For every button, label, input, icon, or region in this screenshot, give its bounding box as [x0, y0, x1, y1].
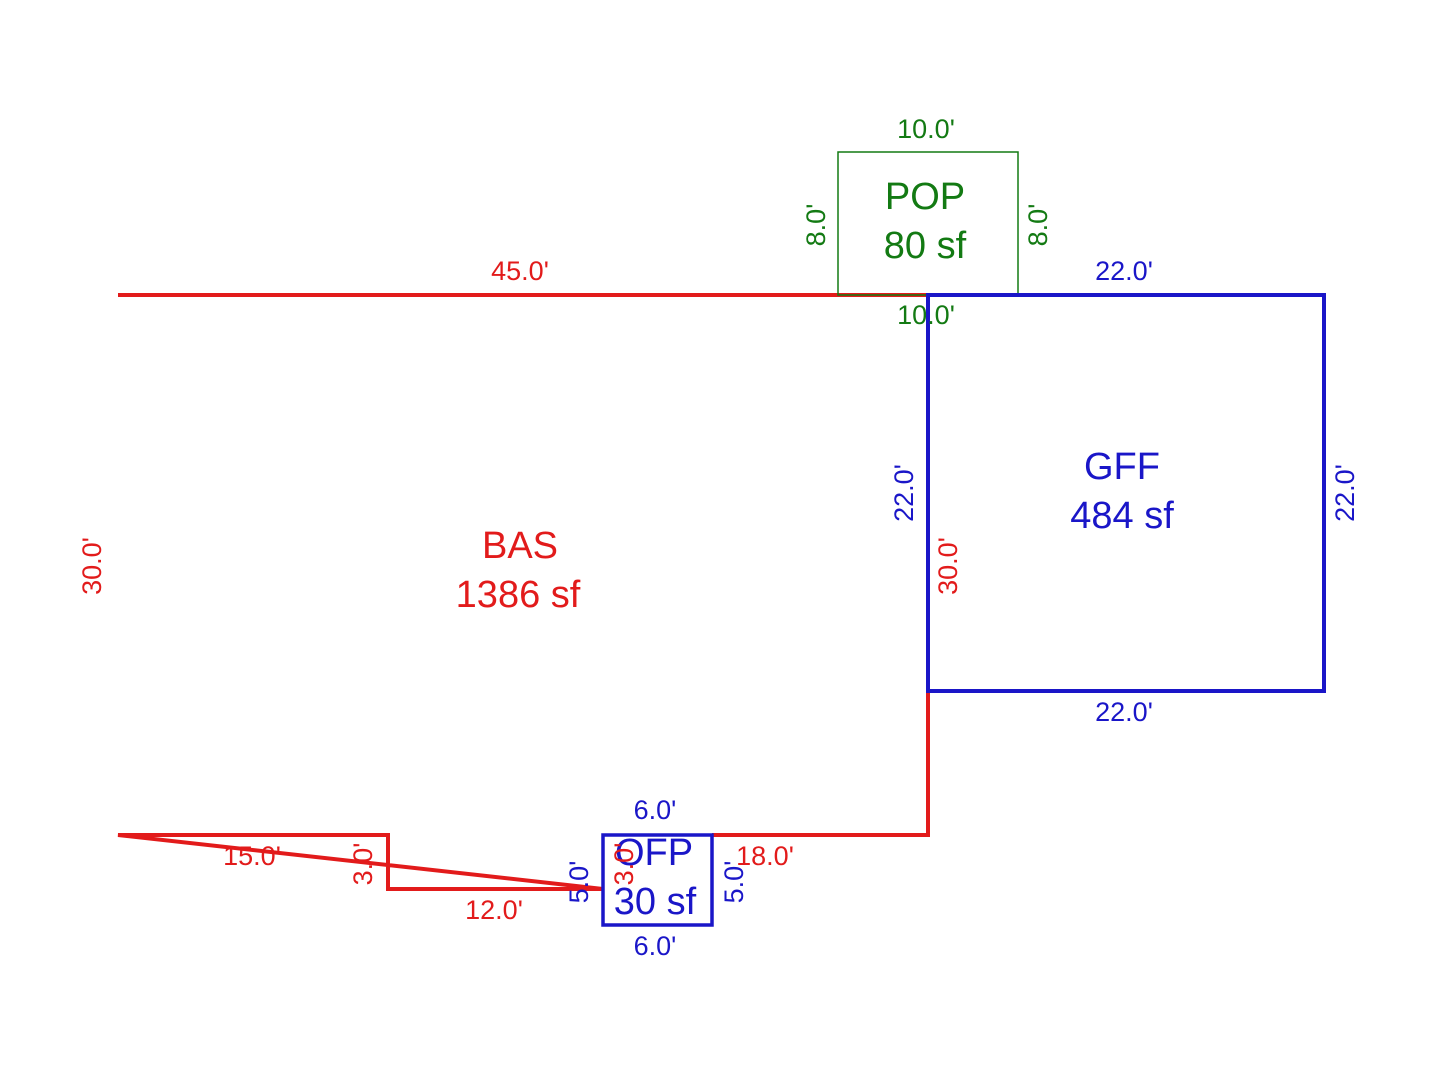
ofp-bottom-dimension: 6.0': [634, 931, 677, 961]
bas-top-dimension: 45.0': [491, 256, 549, 286]
gff-area-label: 484 sf: [1070, 495, 1174, 537]
bas-step-bottom-dimension: 12.0': [465, 895, 523, 925]
ofp-outline: [601, 833, 714, 927]
pop-area-label: 80 sf: [884, 225, 967, 267]
gff-bottom-dimension: 22.0': [1095, 697, 1153, 727]
gff-left-dimension: 22.0': [889, 464, 919, 522]
bas-bottom-left-dimension: 15.0': [223, 841, 281, 871]
ofp-left-dimension: 5.0': [564, 861, 594, 904]
ofp-code-label: OFP: [615, 832, 693, 874]
gff-top-dimension: 22.0': [1095, 256, 1153, 286]
bas-code-label: BAS: [482, 525, 558, 567]
gff-right-dimension: 22.0': [1330, 464, 1360, 522]
bas-area-label: 1386 sf: [456, 574, 581, 616]
gff-code-label: GFF: [1084, 446, 1160, 488]
pop-bottom-dimension: 10.0': [897, 300, 955, 330]
gff-outline: [926, 293, 1326, 693]
pop-top-dimension: 10.0': [897, 114, 955, 144]
bas-inner-step-dimension: 3.0': [609, 843, 639, 886]
bas-bottom-right-dimension: 18.0': [736, 841, 794, 871]
bas-right-dimension: 30.0': [933, 537, 963, 595]
pop-left-dimension: 8.0': [801, 204, 831, 247]
ofp-right-dimension: 5.0': [719, 861, 749, 904]
pop-outline: [837, 151, 1019, 296]
ofp-top-dimension: 6.0': [634, 795, 677, 825]
ofp-area-label: 30 sf: [614, 881, 697, 923]
bas-left-dimension: 30.0': [77, 537, 107, 595]
bas-step-vertical-dimension: 3.0': [348, 843, 378, 886]
pop-code-label: POP: [885, 176, 965, 218]
pop-right-dimension: 8.0': [1023, 204, 1053, 247]
